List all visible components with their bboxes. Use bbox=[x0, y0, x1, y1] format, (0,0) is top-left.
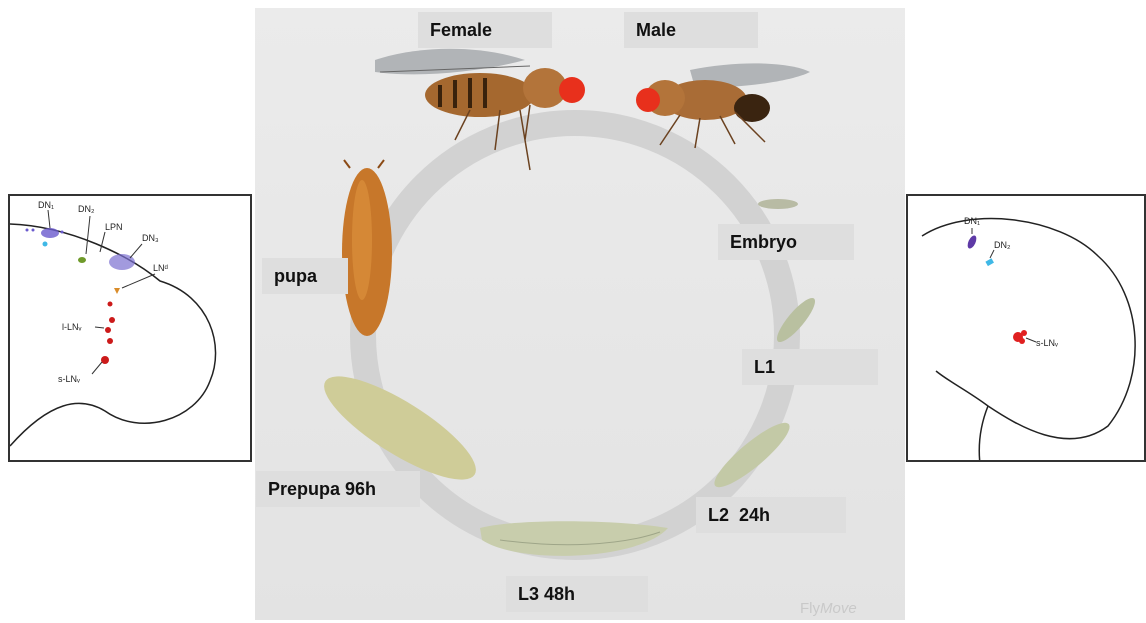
label-l3: L3 48h bbox=[506, 576, 648, 612]
label-l1: L1 bbox=[742, 349, 878, 385]
embryo-image bbox=[758, 199, 798, 209]
watermark-move: Move bbox=[820, 600, 857, 617]
flymove-watermark: FlyMove bbox=[800, 600, 857, 617]
label-female: Female bbox=[418, 12, 552, 48]
pupa-image bbox=[342, 160, 392, 336]
l3-larva-image bbox=[480, 521, 668, 556]
label-prepupa: Prepupa 96h bbox=[256, 471, 420, 507]
label-embryo: Embryo bbox=[718, 224, 854, 260]
label-l2: L2 24h bbox=[696, 497, 846, 533]
label-male: Male bbox=[624, 12, 758, 48]
watermark-fly: Fly bbox=[800, 600, 820, 617]
label-pupa: pupa bbox=[262, 258, 348, 294]
